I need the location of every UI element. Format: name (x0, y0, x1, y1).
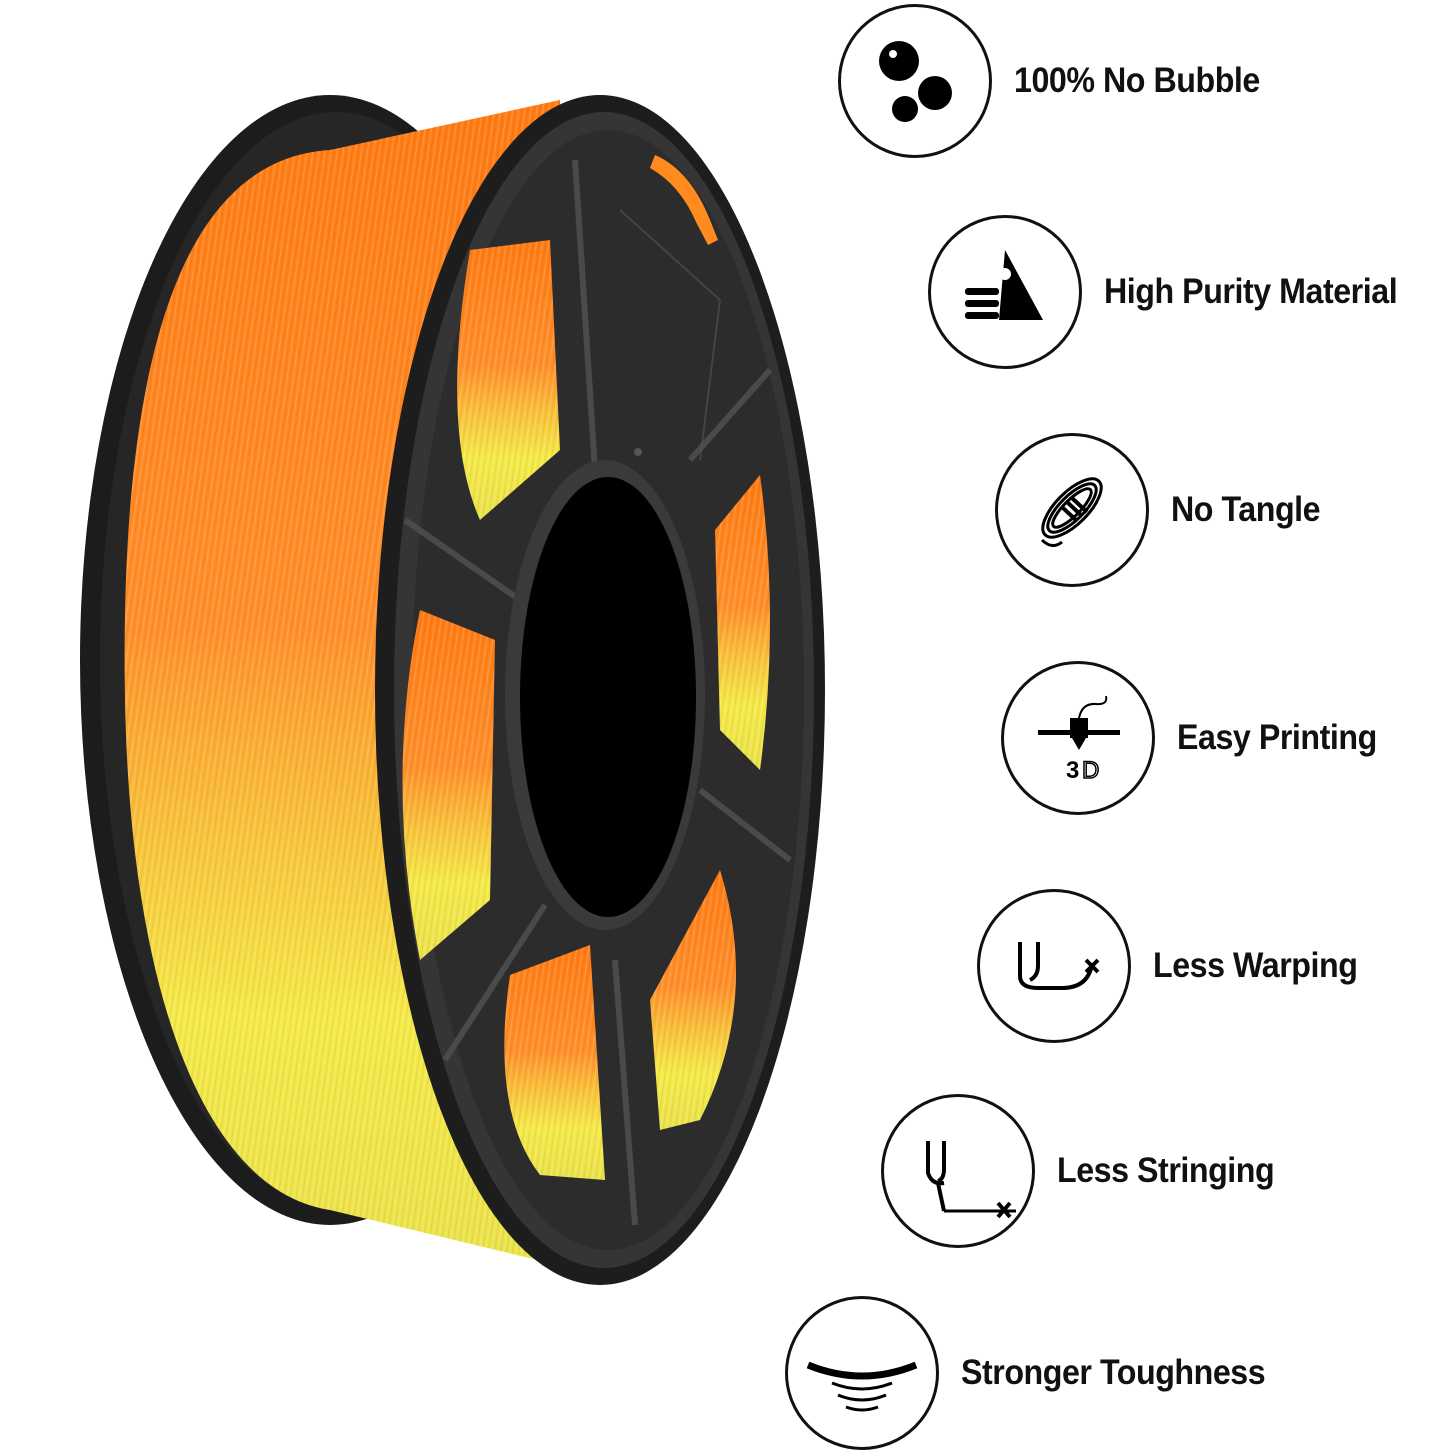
feature-less-warping: Less Warping (977, 889, 1375, 1043)
feature-less-stringing: Less Stringing (881, 1094, 1293, 1248)
stringing-icon (881, 1094, 1035, 1248)
warping-icon (977, 889, 1131, 1043)
bubbles-icon (838, 4, 992, 158)
feature-easy-printing: 3 D Easy Printing (1001, 661, 1394, 815)
feature-label: No Tangle (1171, 490, 1321, 529)
svg-text:D: D (1082, 757, 1099, 784)
feature-label: Easy Printing (1177, 718, 1377, 757)
filament-clip (650, 155, 718, 245)
feature-high-purity: High Purity Material (928, 215, 1423, 369)
feature-label: Stronger Toughness (961, 1353, 1266, 1392)
feature-label: High Purity Material (1104, 272, 1398, 311)
feature-stronger-toughness: Stronger Toughness (785, 1296, 1292, 1450)
feature-label: 100% No Bubble (1014, 61, 1260, 100)
3d-printer-nozzle-icon: 3 D (1001, 661, 1155, 815)
feature-no-tangle: No Tangle (995, 433, 1333, 587)
purity-icon (928, 215, 1082, 369)
rope-coil-icon (995, 433, 1149, 587)
feature-label: Less Stringing (1057, 1151, 1275, 1190)
feature-no-bubble: 100% No Bubble (838, 4, 1281, 158)
feature-label: Less Warping (1153, 946, 1358, 985)
filament-spool-image (80, 95, 825, 1285)
toughness-icon (785, 1296, 939, 1450)
svg-text:3: 3 (1066, 757, 1079, 784)
